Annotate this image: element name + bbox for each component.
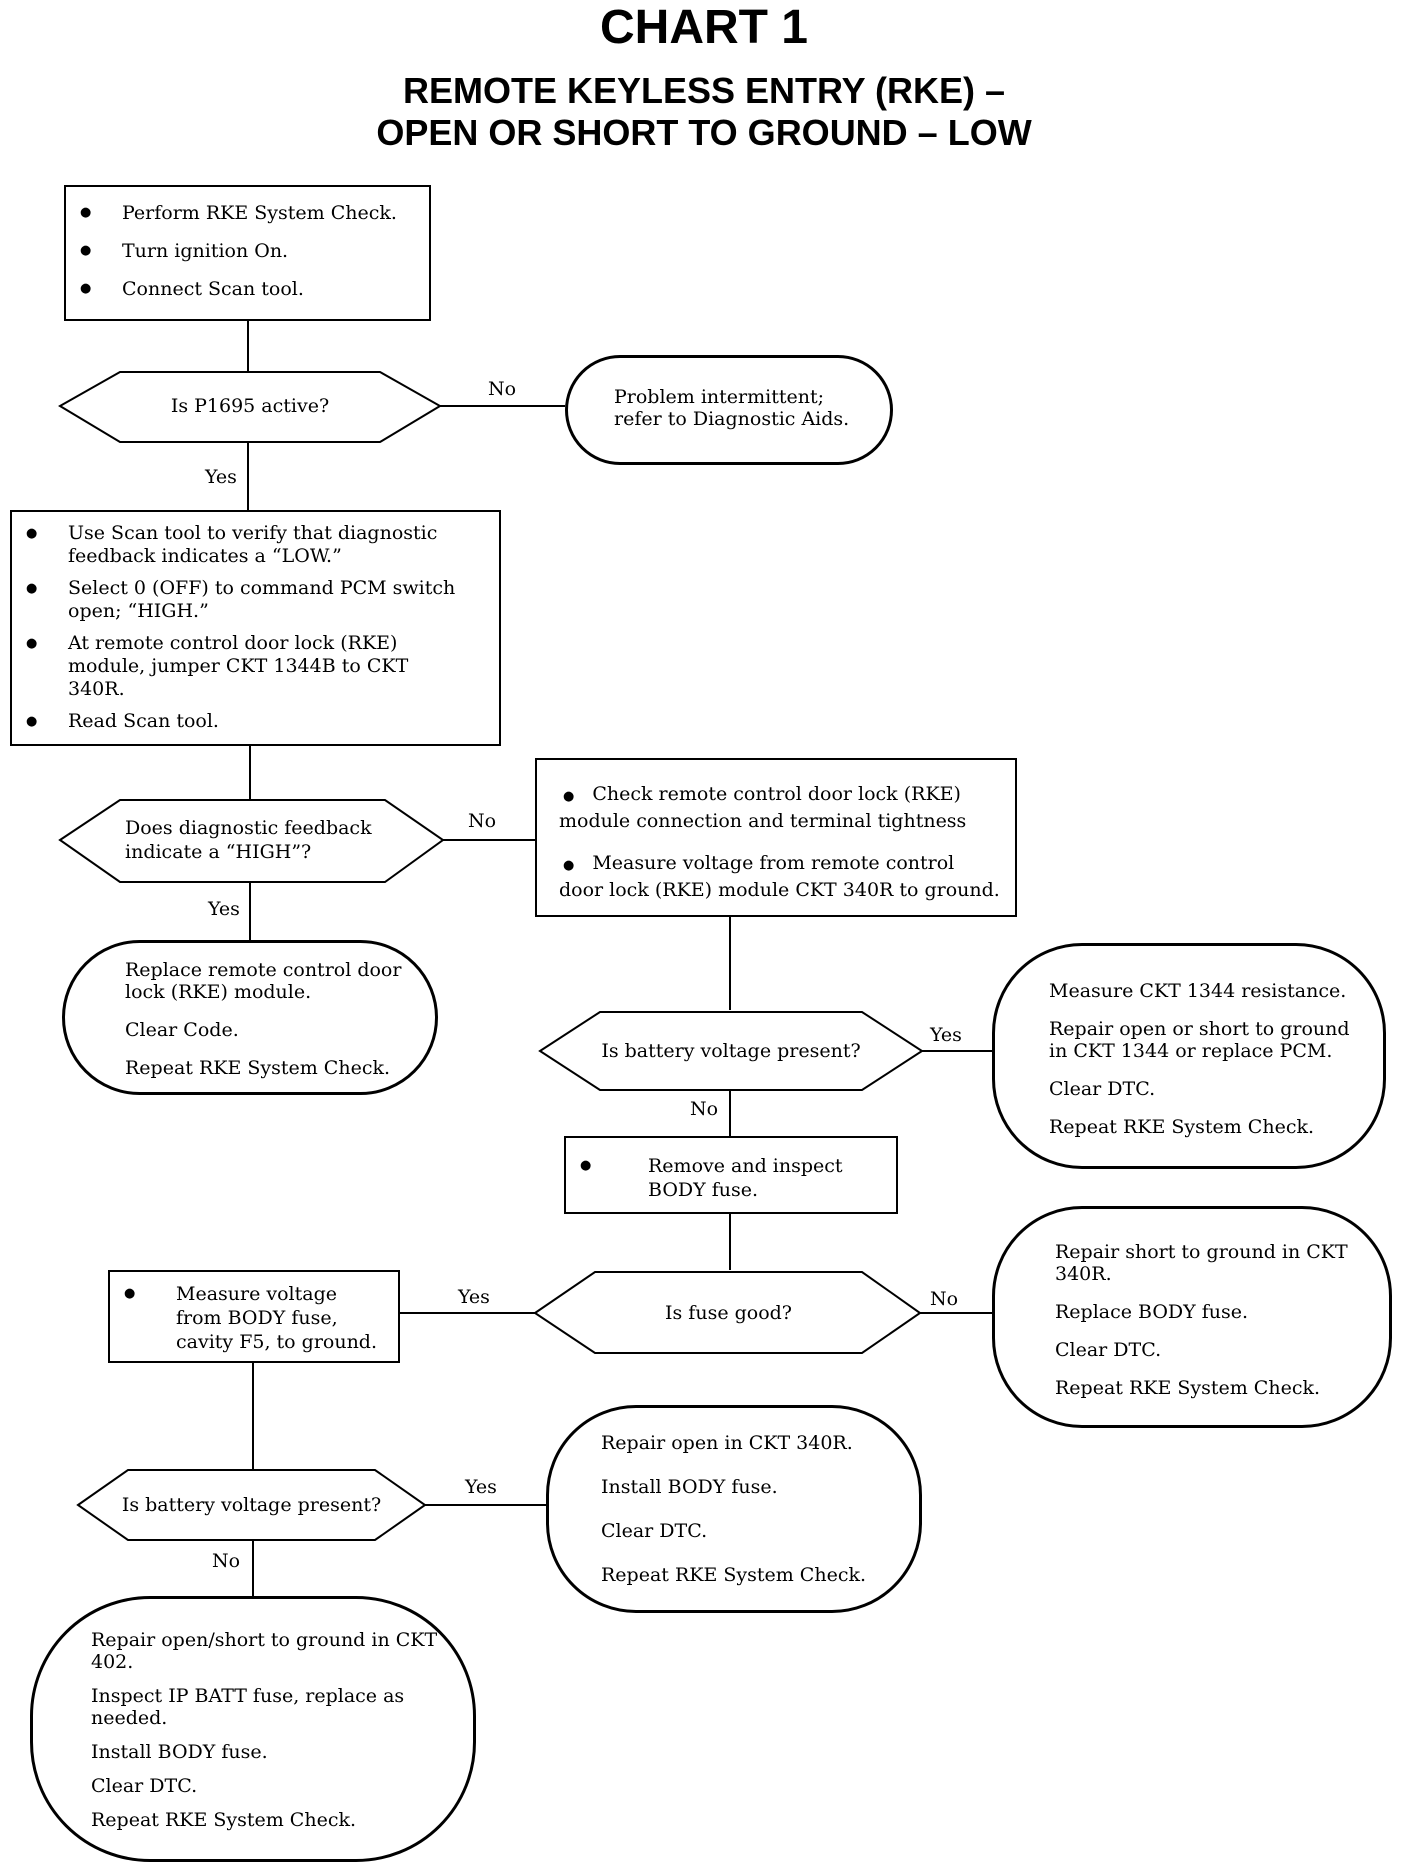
short340r-step-1: Repair short to ground in CKT 340R. <box>1055 1241 1348 1285</box>
decision-battery1-yes-label: Yes <box>930 1024 962 1046</box>
ckt402-step-2: Inspect IP BATT fuse, replace as needed. <box>91 1685 405 1729</box>
check-step-2-text: Measure voltage from remote control door… <box>559 852 1000 901</box>
decision-battery2-text: Is battery voltage present? <box>121 1494 382 1516</box>
decision-battery1-diamond <box>538 1011 924 1091</box>
decision-p1695-text: Is P1695 active? <box>170 395 330 417</box>
decision-feedback-no-label: No <box>468 810 497 832</box>
decision-battery2-diamond <box>76 1469 427 1541</box>
bodyfuse-step-1: Measure voltage from BODY fuse, cavity F… <box>110 1282 388 1354</box>
ckt402-step-3: Install BODY fuse. <box>91 1741 268 1763</box>
check-step-2: ●Measure voltage from remote control doo… <box>559 852 1000 901</box>
fuse-step-1: Remove and inspect BODY fuse. <box>566 1154 886 1202</box>
ckt402-step-5: Repeat RKE System Check. <box>91 1809 357 1831</box>
replace-module-terminal: Replace remote control door lock (RKE) m… <box>62 940 438 1095</box>
inspect-fuse-box: Remove and inspect BODY fuse. <box>564 1136 898 1214</box>
chart-subtitle-line-2: OPEN OR SHORT TO GROUND – LOW <box>376 112 1032 153</box>
repair-ckt402-terminal: Repair open/short to ground in CKT 402. … <box>30 1596 476 1862</box>
measure-body-fuse-box: Measure voltage from BODY fuse, cavity F… <box>108 1270 400 1363</box>
replace-step-3: Repeat RKE System Check. <box>125 1057 391 1079</box>
scan-tool-steps-box: Use Scan tool to verify that diagnostic … <box>10 510 501 746</box>
open340r-step-1: Repair open in CKT 340R. <box>601 1432 853 1454</box>
decision-feedback-yes-label: Yes <box>208 898 240 920</box>
replace-step-2: Clear Code. <box>125 1019 239 1041</box>
short340r-step-4: Repeat RKE System Check. <box>1055 1377 1321 1399</box>
decision-fuse-no-label: No <box>930 1288 959 1310</box>
chart-title: CHART 1 <box>599 1 808 54</box>
measure-ckt1344-terminal: Measure CKT 1344 resistance. Repair open… <box>992 943 1386 1169</box>
measure1344-step-4: Repeat RKE System Check. <box>1049 1116 1315 1138</box>
chart-subtitle-line-1: REMOTE KEYLESS ENTRY (RKE) – <box>402 70 1006 111</box>
ckt402-step-4: Clear DTC. <box>91 1775 198 1797</box>
check-step-1-text: Check remote control door lock (RKE) mod… <box>559 783 967 832</box>
decision-feedback-line-1: Does diagnostic feedback <box>125 817 372 839</box>
short340r-step-2: Replace BODY fuse. <box>1055 1301 1249 1323</box>
measure1344-step-1: Measure CKT 1344 resistance. <box>1049 980 1347 1002</box>
decision-fuse-yes-label: Yes <box>458 1286 490 1308</box>
open340r-step-2: Install BODY fuse. <box>601 1476 778 1498</box>
scan-step-2: Select 0 (OFF) to command PCM switch ope… <box>12 577 459 623</box>
replace-step-1: Replace remote control door lock (RKE) m… <box>125 959 402 1003</box>
open340r-step-4: Repeat RKE System Check. <box>601 1564 867 1586</box>
check-connection-box: ●Check remote control door lock (RKE) mo… <box>535 758 1017 917</box>
decision-battery2-no-label: No <box>212 1550 241 1572</box>
decision-battery1-no-label: No <box>690 1098 719 1120</box>
decision-feedback-diamond <box>58 799 445 883</box>
intermittent-line-1: Problem intermittent; <box>614 386 825 408</box>
scan-step-1: Use Scan tool to verify that diagnostic … <box>12 522 459 568</box>
start-step-1: Perform RKE System Check. <box>66 201 429 225</box>
measure1344-step-3: Clear DTC. <box>1049 1078 1156 1100</box>
decision-feedback-text: Does diagnostic feedback indicate a “HIG… <box>125 816 385 864</box>
decision-p1695-yes-label: Yes <box>205 466 237 488</box>
open340r-step-3: Clear DTC. <box>601 1520 708 1542</box>
decision-fuse-text: Is fuse good? <box>665 1302 792 1324</box>
decision-p1695-no-label: No <box>488 378 517 400</box>
decision-feedback-line-2: indicate a “HIGH”? <box>125 841 312 863</box>
problem-intermittent-terminal: Problem intermittent; refer to Diagnosti… <box>565 355 893 465</box>
scan-step-3: At remote control door lock (RKE) module… <box>12 632 459 701</box>
short340r-step-3: Clear DTC. <box>1055 1339 1162 1361</box>
start-step-3: Connect Scan tool. <box>66 277 429 301</box>
decision-battery1-text: Is battery voltage present? <box>601 1040 861 1062</box>
decision-fuse-diamond <box>533 1271 922 1354</box>
decision-p1695-diamond <box>58 371 442 443</box>
scan-step-4: Read Scan tool. <box>12 710 459 733</box>
decision-battery2-yes-label: Yes <box>465 1476 497 1498</box>
check-step-1: ●Check remote control door lock (RKE) mo… <box>559 783 967 832</box>
repair-open-340r-terminal: Repair open in CKT 340R. Install BODY fu… <box>546 1405 922 1613</box>
measure1344-step-2: Repair open or short to ground in CKT 13… <box>1049 1018 1350 1062</box>
start-step-2: Turn ignition On. <box>66 239 429 263</box>
intermittent-line-2: refer to Diagnostic Aids. <box>614 408 850 430</box>
ckt402-step-1: Repair open/short to ground in CKT 402. <box>91 1629 438 1673</box>
start-steps-box: Perform RKE System Check. Turn ignition … <box>64 185 431 321</box>
repair-short-340r-terminal: Repair short to ground in CKT 340R. Repl… <box>992 1206 1392 1428</box>
